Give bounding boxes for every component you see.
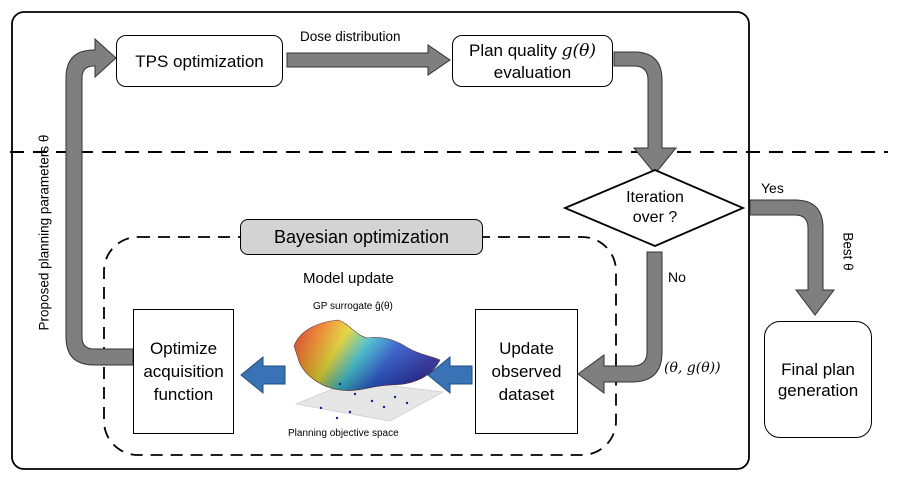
arrow-quality-to-decision bbox=[613, 51, 678, 175]
arrow-decision-to-update bbox=[577, 251, 663, 394]
arrow-tps-to-quality bbox=[286, 44, 451, 76]
arrow-update-to-model bbox=[427, 355, 473, 395]
update-dataset-box: Update observed dataset bbox=[475, 309, 578, 434]
no-label: No bbox=[668, 269, 686, 285]
plan-quality-math: g(θ) bbox=[561, 40, 596, 61]
yes-label: Yes bbox=[761, 180, 784, 196]
plan-quality-line1: Plan quality g(θ) bbox=[468, 40, 596, 61]
plan-quality-line2: evaluation bbox=[493, 62, 572, 82]
gp-surface-illustration bbox=[293, 319, 445, 422]
decision-text: Iteration over ? bbox=[626, 189, 684, 226]
optimize-acquisition-box: Optimize acquisition function bbox=[133, 309, 234, 434]
outer-frame bbox=[11, 11, 750, 470]
gp-surrogate-label: GP surrogate ĝ(θ) bbox=[313, 301, 393, 312]
theta-pair-label: (θ, g(θ)) bbox=[664, 360, 721, 376]
decision-diamond bbox=[562, 169, 746, 247]
observed-points bbox=[319, 382, 409, 420]
final-plan-box: Final plan generation bbox=[764, 321, 872, 438]
bayesian-title-box: Bayesian optimization bbox=[240, 219, 483, 255]
dose-distribution-label: Dose distribution bbox=[300, 29, 401, 44]
planning-objective-space-label: Planning objective space bbox=[288, 428, 399, 439]
best-theta-label: Best θ bbox=[840, 232, 856, 271]
tps-box-label: TPS optimization bbox=[135, 51, 264, 71]
model-update-label: Model update bbox=[303, 270, 394, 287]
proposed-parameters-label: Proposed planning parameters θ bbox=[36, 134, 52, 331]
arrow-optimize-to-tps bbox=[65, 37, 134, 366]
plan-quality-box: Plan quality g(θ) evaluation bbox=[452, 35, 613, 87]
arrow-model-to-optimize bbox=[240, 355, 286, 395]
tps-optimization-box: TPS optimization bbox=[116, 35, 283, 87]
arrow-decision-to-final bbox=[749, 199, 836, 316]
